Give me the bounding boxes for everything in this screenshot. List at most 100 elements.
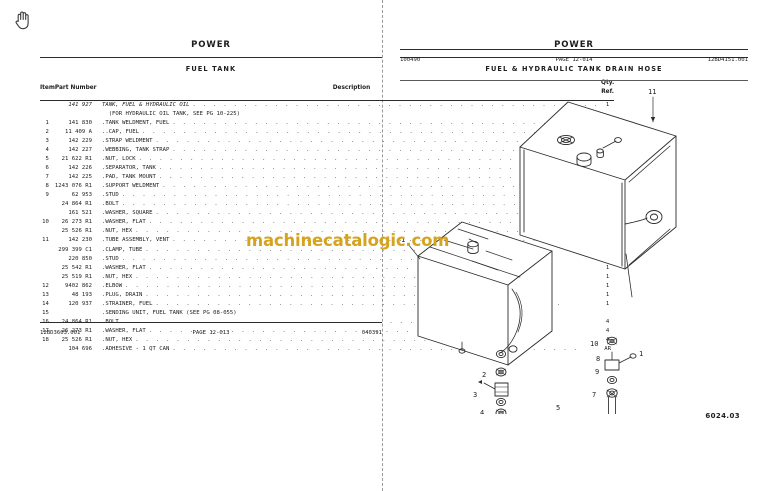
cell-part-number: 120 937 <box>68 300 92 307</box>
right-header-rule <box>400 57 748 58</box>
cell-description: .WASHER, FLAT. . . . . . . . . . . . . .… <box>102 327 601 336</box>
cell-description: .SEPARATOR, TANK. . . . . . . . . . . . … <box>102 164 601 173</box>
cell-quantity: 4 <box>605 318 610 325</box>
left-footer-date-code: 040391 <box>361 330 382 337</box>
cell-description: .NUT, HEX. . . . . . . . . . . . . . . .… <box>102 273 601 282</box>
dot-leader: . . . . . . . . . . . . . . . . . . . . … <box>135 337 542 343</box>
callout-9: 9 <box>595 368 599 376</box>
cell-item <box>40 255 55 264</box>
cell-item: 12 <box>42 282 49 289</box>
cell-part-number: 9402 862 <box>65 282 92 289</box>
cell-description: .PAD, TANK MOUNT. . . . . . . . . . . . … <box>102 173 601 182</box>
cell-quantity: 1 <box>605 264 610 271</box>
cell-description: .SUPPORT WELDMENT. . . . . . . . . . . .… <box>102 182 601 191</box>
page-divider <box>382 0 383 491</box>
cell-description: TANK, FUEL & HYDRAULIC OIL. . . . . . . … <box>101 101 600 108</box>
cell-part-number: 104 696 <box>68 346 92 353</box>
table-row: 25 519 R1 .NUT, HEX. . . . . . . . . . . … <box>40 273 614 282</box>
cell-description: .STRAP WELDMENT. . . . . . . . . . . . .… <box>102 137 601 146</box>
callout-1-duplicate: 1 <box>639 350 643 358</box>
cell-item <box>40 273 55 282</box>
callout-7: 7 <box>592 391 596 399</box>
cell-item: 15 <box>42 309 49 316</box>
table-row: 15 .SENDING UNIT, FUEL TANK (SEE PG 08-05… <box>40 309 614 318</box>
cell-description: ..CAP, FUEL. . . . . . . . . . . . . . .… <box>102 128 601 137</box>
cell-description: .STRAINER, FUEL. . . . . . . . . . . . .… <box>102 300 601 309</box>
right-department-title: POWER <box>554 40 594 50</box>
cell-quantity: 1 <box>605 291 610 298</box>
cell-item <box>40 264 55 273</box>
cell-part-number: 26 273 R1 <box>61 219 92 226</box>
left-footer-document-code: 12BD3603.001 <box>40 330 81 337</box>
cell-part-number: 21 622 R1 <box>61 156 92 163</box>
parts-table: Item Part Number Description Qty. Ref. 1… <box>40 79 615 354</box>
left-group-title: FUEL TANK <box>185 65 237 73</box>
cell-item <box>40 246 55 255</box>
dot-leader: . . . . . . . . . . . . . . . . . . . . … <box>121 255 529 262</box>
cell-part-number: 141 927 <box>68 101 92 108</box>
cell-description: .TUBE ASSEMBLY, VENT. . . . . . . . . . … <box>102 236 601 245</box>
cell-part-number: 25 526 R1 <box>61 228 92 235</box>
dot-leader: . . . . . . . . . . . . . . . . . . . . … <box>121 201 529 208</box>
cell-item: 1 <box>45 119 49 126</box>
parts-table-body: 141 927 TANK, FUEL & HYDRAULIC OIL. . . .… <box>40 100 614 354</box>
cell-item: 17 <box>42 327 49 334</box>
dot-leader: . . . . . . . . . . . . . . . . . . . . … <box>138 156 546 163</box>
cell-item: 18 <box>42 337 49 343</box>
dot-leader: . . . . . . . . . . . . . . . . . . . . … <box>121 318 529 325</box>
cell-part-number: 25 519 R1 <box>61 273 92 280</box>
parts-table-head: Item Part Number Description Qty. Ref. <box>40 79 615 101</box>
cell-description: .ELBOW. . . . . . . . . . . . . . . . . … <box>102 282 601 291</box>
cell-part-number: 142 225 <box>68 174 92 181</box>
cell-part-number: 24 864 R1 <box>61 201 92 208</box>
cell-part-number: 141 830 <box>68 119 92 126</box>
dot-leader: . . . . . . . . . . . . . . . . . . . . … <box>158 165 566 172</box>
cell-quantity: 1 <box>605 282 610 289</box>
dot-leader: . . . . . . . . . . . . . . . . . . . . … <box>172 346 579 353</box>
cell-item <box>40 209 55 218</box>
cell-description: .BOLT. . . . . . . . . . . . . . . . . .… <box>102 200 601 209</box>
dot-leader: . . . . . . . . . . . . . . . . . . . . … <box>155 210 562 217</box>
cell-part-number: 26 273 R1 <box>61 327 92 334</box>
right-footer-page-number: PAGE 12-014 <box>555 57 593 63</box>
tank-drain-hose-diagram: 1 11 2 3 4 5 6 7 8 9 10 1 6024.03 <box>400 84 748 491</box>
cell-part-number: 142 227 <box>68 147 92 154</box>
dot-leader: . . . . . . . . . . . . . . . . . . . . … <box>172 119 579 126</box>
cell-description: .CLAMP, TUBE. . . . . . . . . . . . . . … <box>102 246 601 255</box>
cell-description: .WASHER, SQUARE. . . . . . . . . . . . .… <box>102 209 601 218</box>
cell-part-number: 142 226 <box>68 165 92 172</box>
cell-item: 5 <box>45 156 49 163</box>
cell-description: .WASHER, FLAT. . . . . . . . . . . . . .… <box>102 218 601 227</box>
right-footer-date-code: 100490 <box>400 57 421 63</box>
right-page: POWER FUEL & HYDRAULIC TANK DRAIN HOSE <box>400 0 748 491</box>
cell-description: .SENDING UNIT, FUEL TANK (SEE PG 08-055) <box>101 309 237 316</box>
right-subheader-rule <box>400 80 748 81</box>
cell-part-number: 62 953 <box>71 192 92 199</box>
callout-5: 5 <box>556 404 560 412</box>
cell-item: 13 <box>42 291 49 298</box>
cell-item: 14 <box>42 300 49 307</box>
cell-part-number: 25 526 R1 <box>61 337 92 343</box>
cell-part-number: 1243 076 R1 <box>54 183 92 190</box>
cell-item <box>40 227 55 236</box>
cell-part-number: 48 193 <box>71 291 92 298</box>
dot-leader: . . . . . . . . . . . . . . . . . . . . … <box>155 300 562 307</box>
dot-leader: . . . . . . . . . . . . . . . . . . . . … <box>125 282 532 289</box>
cell-part-number: 25 542 R1 <box>61 264 92 271</box>
col-header-item: Item <box>40 84 55 91</box>
cell-item <box>40 200 55 209</box>
dot-leader: . . . . . . . . . . . . . . . . . . . . … <box>135 273 542 280</box>
dot-leader: . . . . . . . . . . . . . . . . . . . . … <box>148 219 556 226</box>
cell-item: 7 <box>45 174 49 181</box>
callout-11: 11 <box>648 88 656 96</box>
cell-description: .NUT, LOCK. . . . . . . . . . . . . . . … <box>102 155 601 164</box>
dot-leader: . . . . . . . . . . . . . . . . . . . . … <box>192 101 600 108</box>
callout-1: 1 <box>401 236 405 244</box>
cell-item <box>40 345 55 354</box>
table-row: 104 696.ADHESIVE - 1 QT CAN. . . . . . .… <box>40 345 614 354</box>
cell-description: .BOLT. . . . . . . . . . . . . . . . . .… <box>102 318 601 327</box>
cell-item: 6 <box>45 165 49 172</box>
dot-leader: . . . . . . . . . . . . . . . . . . . . … <box>162 183 569 190</box>
cell-item: 8 <box>45 183 49 190</box>
